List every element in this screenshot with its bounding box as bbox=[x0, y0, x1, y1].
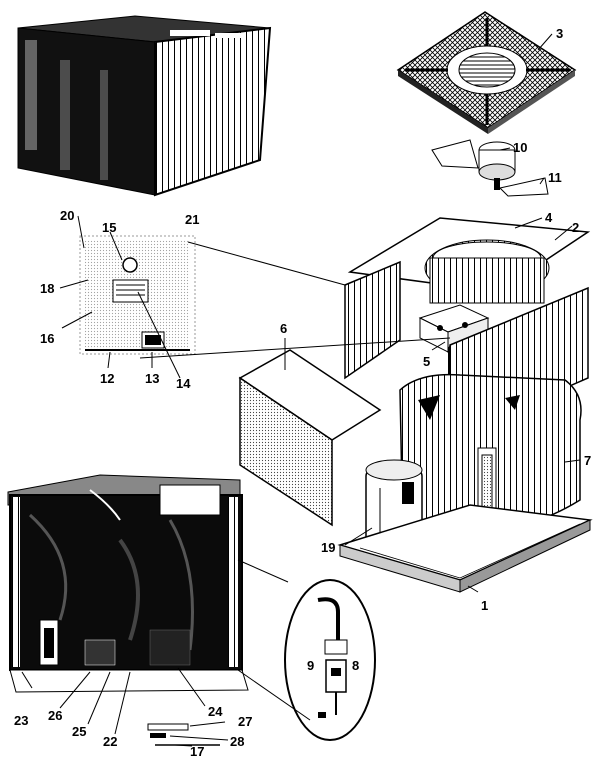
callout-4: 4 bbox=[545, 210, 553, 225]
callout-15: 15 bbox=[102, 220, 116, 235]
callout-1: 1 bbox=[481, 598, 488, 613]
callout-3: 3 bbox=[556, 26, 563, 41]
callout-27: 27 bbox=[238, 714, 252, 729]
callout-25: 25 bbox=[72, 724, 86, 739]
callout-17: 17 bbox=[190, 744, 204, 759]
base-pan-part bbox=[337, 504, 593, 593]
callout-20: 20 bbox=[60, 208, 74, 223]
callout-2: 2 bbox=[572, 220, 579, 235]
callout-5: 5 bbox=[423, 354, 430, 369]
side-panel-left bbox=[344, 260, 401, 380]
callout-14: 14 bbox=[176, 376, 191, 391]
callout-19: 19 bbox=[321, 540, 335, 555]
callout-18: 18 bbox=[40, 281, 54, 296]
callout-24: 24 bbox=[208, 704, 223, 719]
callout-21: 21 bbox=[185, 212, 199, 227]
callout-12: 12 bbox=[100, 371, 114, 386]
callout-11: 11 bbox=[548, 170, 562, 185]
fan-grille-part bbox=[396, 11, 577, 134]
callout-22: 22 bbox=[103, 734, 117, 749]
magnified-detail-oval bbox=[284, 579, 376, 741]
callout-labels: 3 10 11 2 4 6 5 7 19 1 20 15 21 18 16 12… bbox=[14, 26, 591, 759]
fan-motor-part bbox=[431, 139, 549, 197]
assembled-unit-illustration bbox=[17, 15, 272, 197]
callout-7: 7 bbox=[584, 453, 591, 468]
callout-6: 6 bbox=[280, 321, 287, 336]
callout-26: 26 bbox=[48, 708, 62, 723]
coil-assembly-part bbox=[399, 373, 582, 531]
callout-23: 23 bbox=[14, 713, 28, 728]
cabinet-top-assembly bbox=[347, 217, 591, 304]
callout-8: 8 bbox=[352, 658, 359, 673]
callout-13: 13 bbox=[145, 371, 159, 386]
side-panel-6 bbox=[238, 349, 382, 527]
control-panel-inset bbox=[79, 235, 196, 355]
callout-16: 16 bbox=[40, 331, 54, 346]
small-fittings-parts bbox=[147, 723, 220, 746]
callout-9: 9 bbox=[307, 658, 314, 673]
callout-10: 10 bbox=[513, 140, 527, 155]
callout-28: 28 bbox=[230, 734, 244, 749]
interior-view-illustration bbox=[7, 474, 249, 693]
leader-lines bbox=[21, 33, 581, 747]
